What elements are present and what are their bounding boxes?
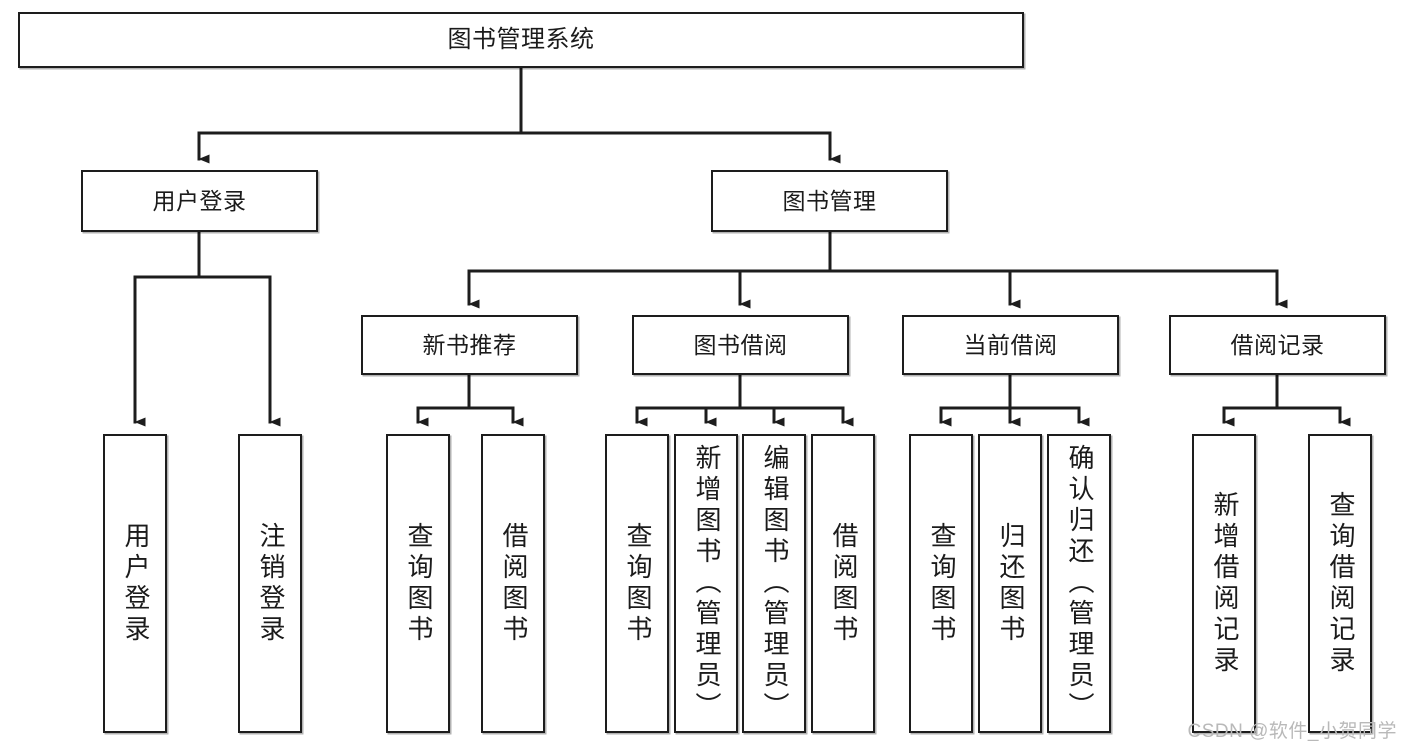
node-leaf-add-book-admin-label: 新增图书（管理员）: [691, 444, 722, 723]
node-leaf-add-borrow-record-label: 新增借阅记录: [1209, 490, 1240, 677]
node-leaf-query-book-current[interactable]: 查询图书: [909, 434, 973, 733]
node-borrow-record[interactable]: 借阅记录: [1169, 315, 1386, 375]
node-leaf-edit-book-admin-label: 编辑图书（管理员）: [759, 444, 790, 723]
node-leaf-logout[interactable]: 注销登录: [238, 434, 302, 733]
node-leaf-borrow-book-recommend[interactable]: 借阅图书: [481, 434, 545, 733]
node-leaf-edit-book-admin[interactable]: 编辑图书（管理员）: [742, 434, 806, 733]
node-leaf-user-login[interactable]: 用户登录: [103, 434, 167, 733]
node-leaf-borrow-book-recommend-label: 借阅图书: [498, 521, 529, 646]
node-leaf-logout-label: 注销登录: [255, 521, 286, 646]
node-current-borrow[interactable]: 当前借阅: [902, 315, 1119, 375]
node-book-management[interactable]: 图书管理: [711, 170, 948, 232]
node-leaf-query-book-recommend-label: 查询图书: [403, 521, 434, 646]
node-leaf-query-book-recommend[interactable]: 查询图书: [386, 434, 450, 733]
node-user-login[interactable]: 用户登录: [81, 170, 318, 232]
node-current-borrow-label: 当前借阅: [963, 331, 1058, 358]
node-leaf-confirm-return-admin-label: 确认归还（管理员）: [1064, 444, 1095, 723]
node-leaf-query-book-current-label: 查询图书: [926, 521, 957, 646]
node-leaf-query-book-borrow-label: 查询图书: [622, 521, 653, 646]
node-book-management-label: 图书管理: [782, 187, 877, 214]
node-user-login-label: 用户登录: [152, 187, 247, 214]
node-leaf-return-book-label: 归还图书: [995, 521, 1026, 646]
node-borrow-record-label: 借阅记录: [1230, 331, 1325, 358]
node-book-borrow-label: 图书借阅: [693, 331, 788, 358]
node-leaf-query-borrow-record[interactable]: 查询借阅记录: [1308, 434, 1372, 733]
node-leaf-query-borrow-record-label: 查询借阅记录: [1325, 490, 1356, 677]
node-leaf-confirm-return-admin[interactable]: 确认归还（管理员）: [1047, 434, 1111, 733]
node-leaf-add-borrow-record[interactable]: 新增借阅记录: [1192, 434, 1256, 733]
node-leaf-lend-book-label: 借阅图书: [828, 521, 859, 646]
node-leaf-add-book-admin[interactable]: 新增图书（管理员）: [674, 434, 738, 733]
node-new-book-recommend-label: 新书推荐: [422, 331, 517, 358]
csdn-watermark: CSDN @软件_小贺同学: [1187, 721, 1397, 742]
node-root-system-label: 图书管理系统: [447, 26, 595, 54]
node-leaf-lend-book[interactable]: 借阅图书: [811, 434, 875, 733]
node-leaf-user-login-label: 用户登录: [120, 521, 151, 646]
node-book-borrow[interactable]: 图书借阅: [632, 315, 849, 375]
node-leaf-query-book-borrow[interactable]: 查询图书: [605, 434, 669, 733]
node-new-book-recommend[interactable]: 新书推荐: [361, 315, 578, 375]
node-leaf-return-book[interactable]: 归还图书: [978, 434, 1042, 733]
node-root-system[interactable]: 图书管理系统: [18, 12, 1024, 68]
